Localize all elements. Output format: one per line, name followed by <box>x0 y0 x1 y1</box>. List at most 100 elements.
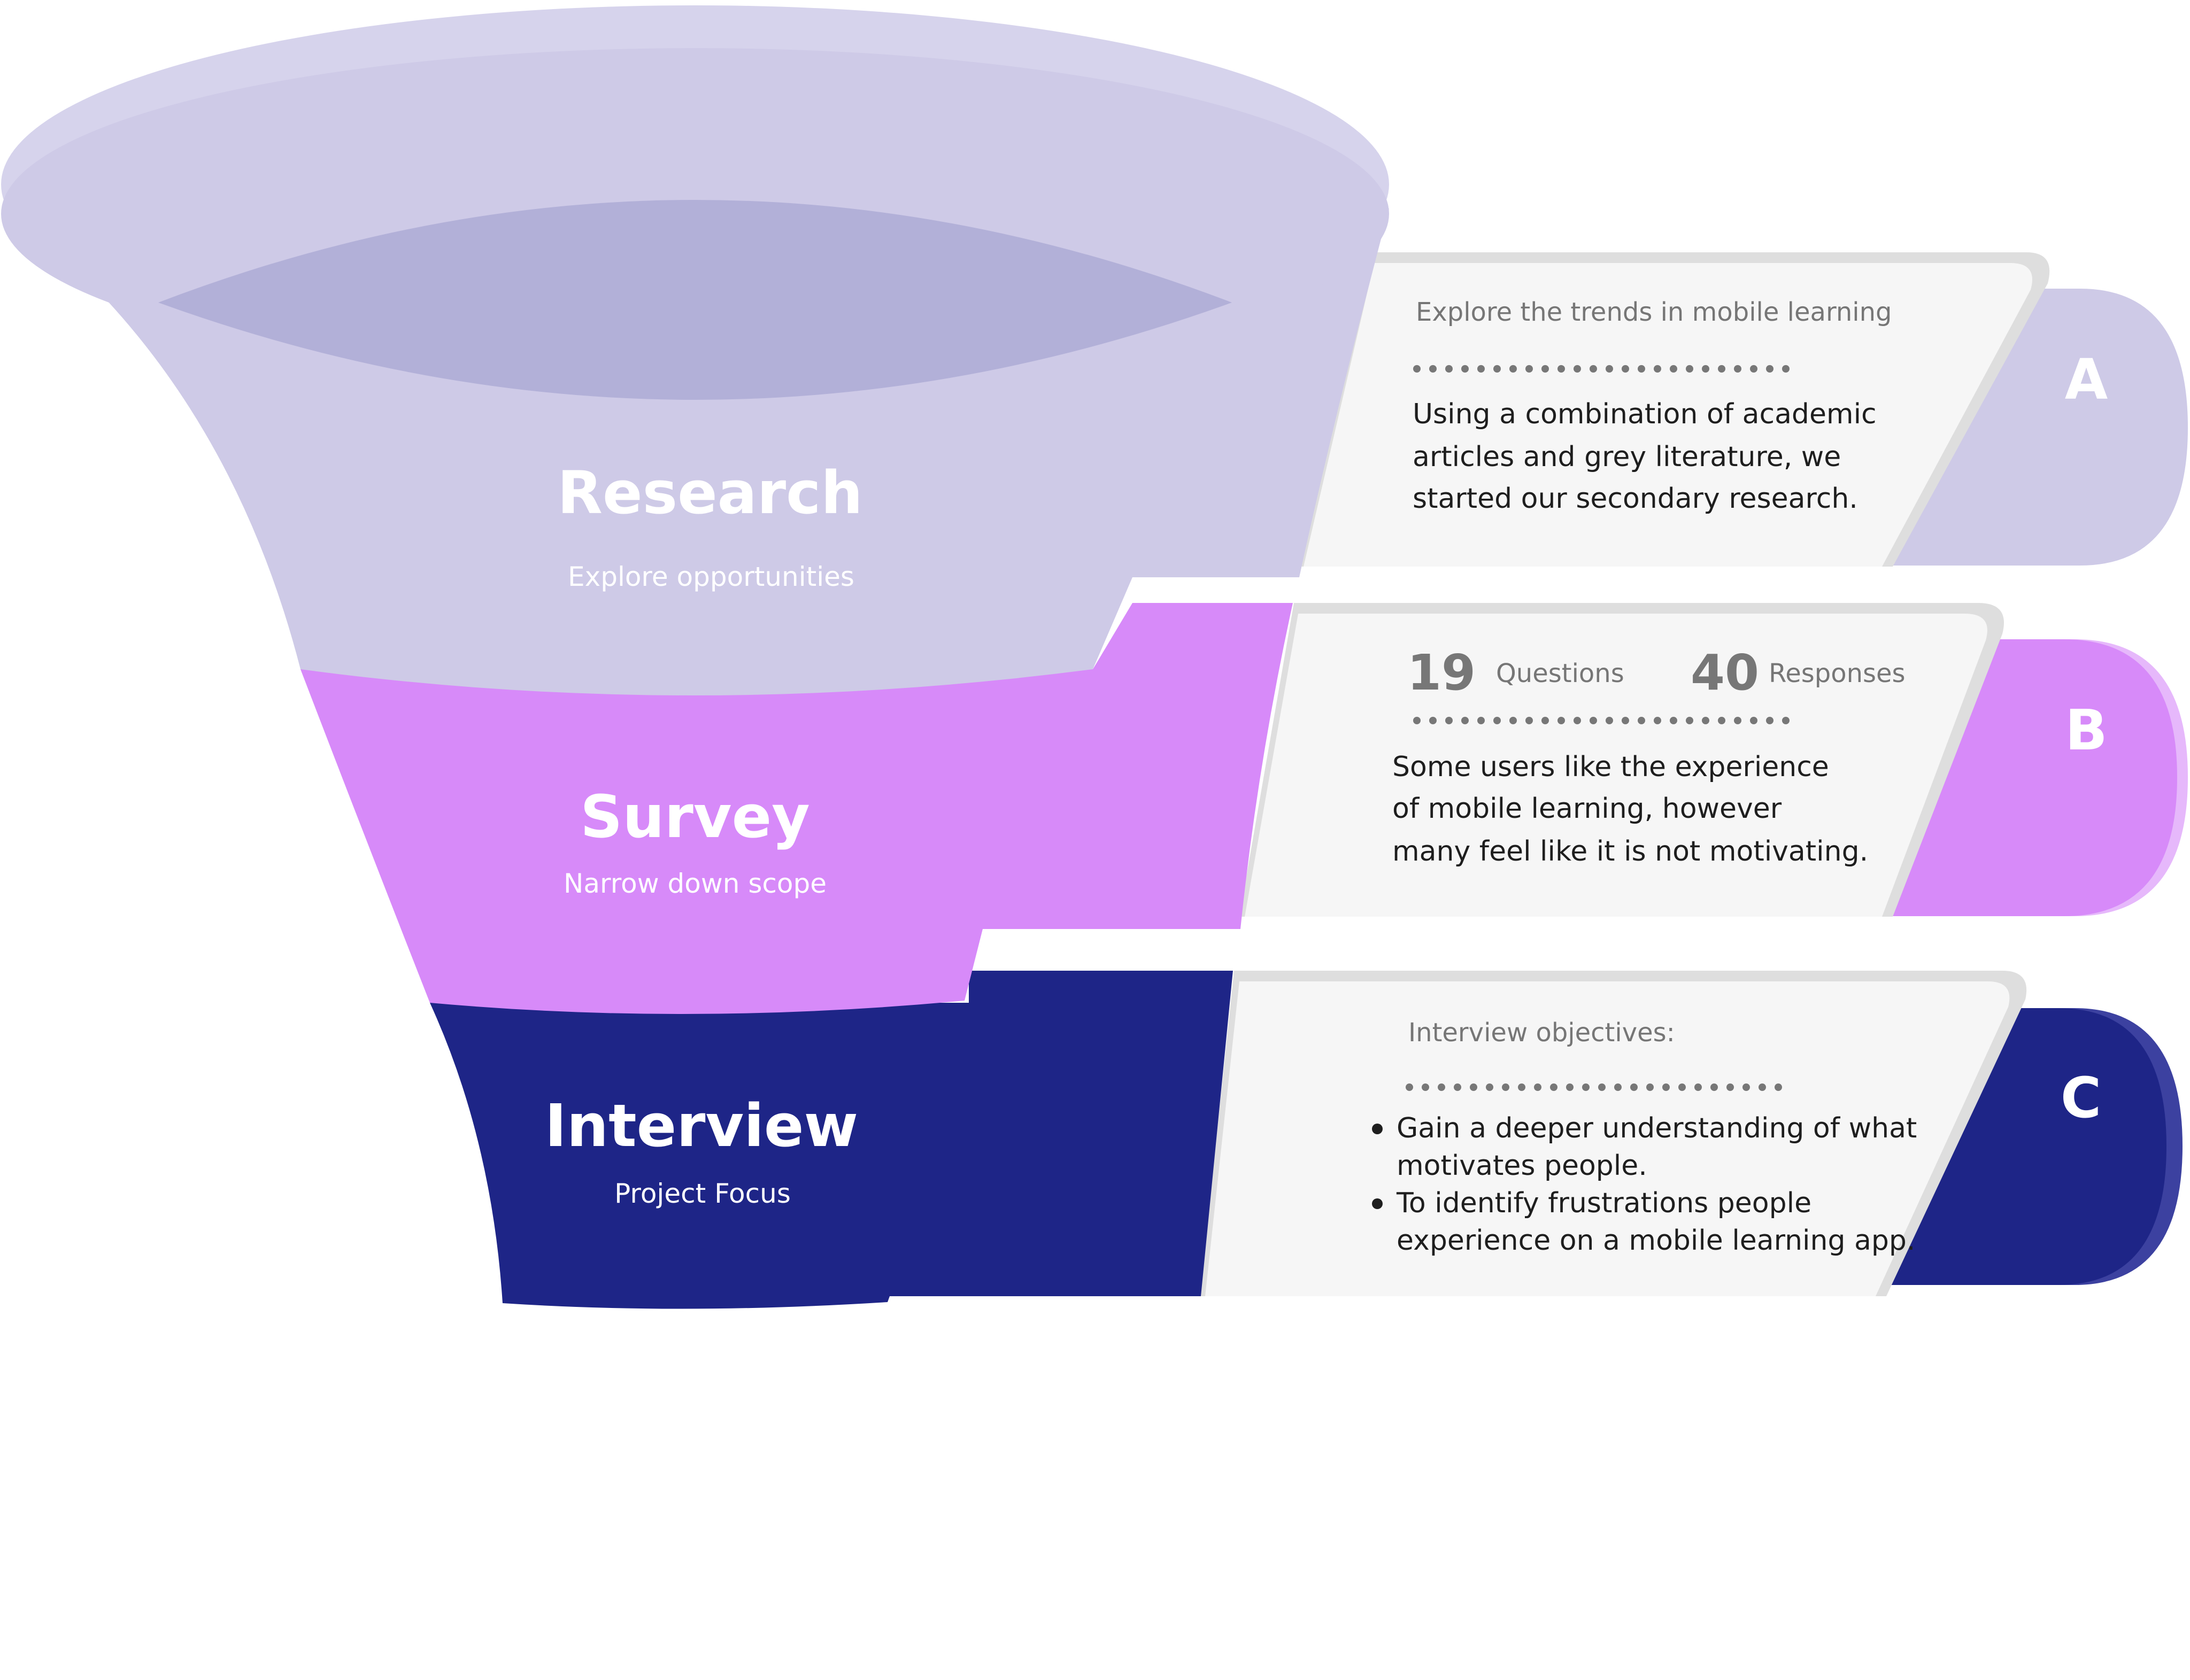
divider-dot <box>1678 1083 1686 1091</box>
tab-a-letter: A <box>2065 347 2108 412</box>
divider-dot <box>1477 365 1485 373</box>
card-a-heading: Explore the trends in mobile learning <box>1416 297 1892 327</box>
card-b-dotted-divider <box>1413 717 1790 724</box>
divider-dot <box>1759 1083 1766 1091</box>
card-a <box>1298 252 2050 567</box>
divider-dot <box>1742 1083 1750 1091</box>
divider-dot <box>1694 1083 1702 1091</box>
divider-dot <box>1622 717 1629 724</box>
interview-subtitle: Project Focus <box>614 1178 791 1209</box>
interview-title: Interview <box>545 1091 858 1160</box>
divider-dot <box>1750 717 1757 724</box>
card-b-questions-count: 19 <box>1407 644 1476 701</box>
survey-subtitle: Narrow down scope <box>564 868 827 899</box>
card-c-bullet-1 <box>1372 1124 1383 1134</box>
divider-dot <box>1598 1083 1606 1091</box>
divider-dot <box>1502 1083 1509 1091</box>
divider-dot <box>1534 1083 1541 1091</box>
divider-dot <box>1686 365 1693 373</box>
divider-dot <box>1662 1083 1670 1091</box>
divider-dot <box>1766 717 1773 724</box>
card-c-bullet-1-line-2: motivates people. <box>1397 1150 1647 1182</box>
divider-dot <box>1590 717 1597 724</box>
divider-dot <box>1638 365 1645 373</box>
divider-dot <box>1726 1083 1734 1091</box>
interview-funnel-shape <box>430 971 1233 1309</box>
divider-dot <box>1445 717 1453 724</box>
divider-dot <box>1750 365 1757 373</box>
research-title: Research <box>557 459 862 527</box>
card-b-panel <box>1245 614 1987 917</box>
divider-dot <box>1718 365 1725 373</box>
divider-dot <box>1654 365 1661 373</box>
divider-dot <box>1470 1083 1477 1091</box>
card-a-line-2: articles and grey literature, we <box>1413 441 1841 473</box>
divider-dot <box>1574 365 1581 373</box>
card-b-questions-label: Questions <box>1496 659 1624 688</box>
research-inner-opening <box>158 200 1232 400</box>
divider-dot <box>1734 365 1741 373</box>
divider-dot <box>1622 365 1629 373</box>
divider-dot <box>1429 365 1437 373</box>
card-c <box>1200 971 2027 1296</box>
card-b <box>1239 603 2004 917</box>
card-c-heading: Interview objectives: <box>1408 1018 1675 1048</box>
divider-dot <box>1518 1083 1525 1091</box>
divider-dot <box>1670 717 1677 724</box>
divider-dot <box>1782 365 1790 373</box>
divider-dot <box>1590 365 1597 373</box>
divider-dot <box>1702 365 1709 373</box>
divider-dot <box>1406 1083 1413 1091</box>
divider-dot <box>1654 717 1661 724</box>
divider-dot <box>1574 717 1581 724</box>
research-subtitle: Explore opportunities <box>568 561 854 592</box>
card-a-panel <box>1304 263 2032 567</box>
card-c-panel <box>1205 981 2010 1296</box>
divider-dot <box>1413 717 1421 724</box>
divider-dot <box>1525 717 1533 724</box>
card-c-bullet-2 <box>1372 1198 1383 1209</box>
divider-dot <box>1630 1083 1638 1091</box>
divider-dot <box>1766 365 1773 373</box>
divider-dot <box>1413 365 1421 373</box>
divider-dot <box>1670 365 1677 373</box>
divider-dot <box>1541 717 1549 724</box>
card-b-line-1: Some users like the experience <box>1392 751 1829 783</box>
card-b-line-2: of mobile learning, however <box>1392 793 1782 825</box>
divider-dot <box>1557 365 1565 373</box>
divider-dot <box>1486 1083 1493 1091</box>
divider-dot <box>1509 365 1517 373</box>
card-b-line-3: many feel like it is not motivating. <box>1392 835 1868 868</box>
card-c-bullet-1-line-1: Gain a deeper understanding of what <box>1397 1112 1917 1144</box>
divider-dot <box>1582 1083 1590 1091</box>
divider-dot <box>1734 717 1741 724</box>
divider-dot <box>1445 365 1453 373</box>
survey-funnel-shape <box>300 603 1293 1015</box>
divider-dot <box>1525 365 1533 373</box>
divider-dot <box>1686 717 1693 724</box>
card-c-bullet-2-line-2: experience on a mobile learning app. <box>1397 1225 1915 1257</box>
divider-dot <box>1541 365 1549 373</box>
divider-dot <box>1646 1083 1654 1091</box>
card-b-responses-count: 40 <box>1691 644 1759 701</box>
divider-dot <box>1606 717 1613 724</box>
divider-dot <box>1566 1083 1574 1091</box>
card-a-line-3: started our secondary research. <box>1413 483 1858 515</box>
divider-dot <box>1438 1083 1445 1091</box>
divider-dot <box>1557 717 1565 724</box>
divider-dot <box>1718 717 1725 724</box>
divider-dot <box>1461 365 1469 373</box>
divider-dot <box>1509 717 1517 724</box>
divider-dot <box>1638 717 1645 724</box>
stage-research <box>1 5 1389 695</box>
card-b-responses-label: Responses <box>1769 659 1906 688</box>
divider-dot <box>1606 365 1613 373</box>
card-c-bullet-2-line-1: To identify frustrations people <box>1396 1187 1811 1219</box>
divider-dot <box>1429 717 1437 724</box>
divider-dot <box>1477 717 1485 724</box>
card-c-dotted-divider <box>1406 1083 1782 1091</box>
tab-b-letter: B <box>2065 698 2107 763</box>
divider-dot <box>1493 717 1501 724</box>
divider-dot <box>1422 1083 1429 1091</box>
